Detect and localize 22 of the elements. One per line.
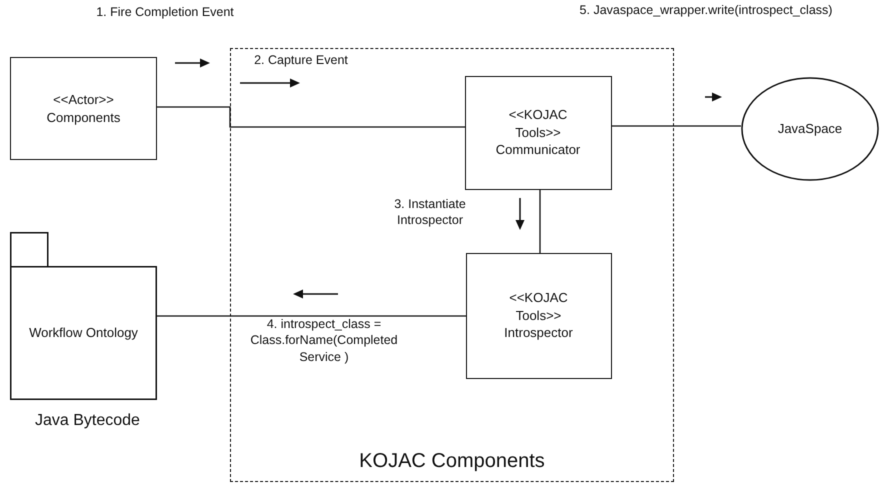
step-label: 3. Instantiate Introspector xyxy=(393,196,467,228)
node-label: Workflow Ontology xyxy=(28,324,139,342)
class-box xyxy=(464,76,612,190)
step-label: 4. introspect_class = Class.forName(Completed Service ) xyxy=(249,316,399,365)
node-label: <<KOJAC Tools>> Communicator xyxy=(494,106,582,159)
boundary-title: KOJAC Components xyxy=(358,450,546,473)
node-caption: Java Bytecode xyxy=(35,412,140,430)
package-shape xyxy=(10,232,157,400)
node-label: <<Actor>> Components xyxy=(46,90,122,126)
class-box xyxy=(466,252,612,378)
node-label: <<KOJAC Tools>> Introspector xyxy=(503,289,574,342)
connector-line xyxy=(612,125,741,127)
dashed-boundary-box xyxy=(230,48,674,482)
class-box xyxy=(10,57,157,160)
node-label: JavaSpace xyxy=(776,120,844,138)
step-label: 5. Javaspace_wrapper.write(introspect_class) xyxy=(578,2,834,18)
connector-line xyxy=(157,315,466,317)
step-label: 1. Fire Completion Event xyxy=(95,4,235,20)
connector-line xyxy=(157,106,465,128)
step-label: 2. Capture Event xyxy=(253,52,349,68)
connector-line xyxy=(539,190,541,253)
ellipse-node xyxy=(741,77,879,181)
